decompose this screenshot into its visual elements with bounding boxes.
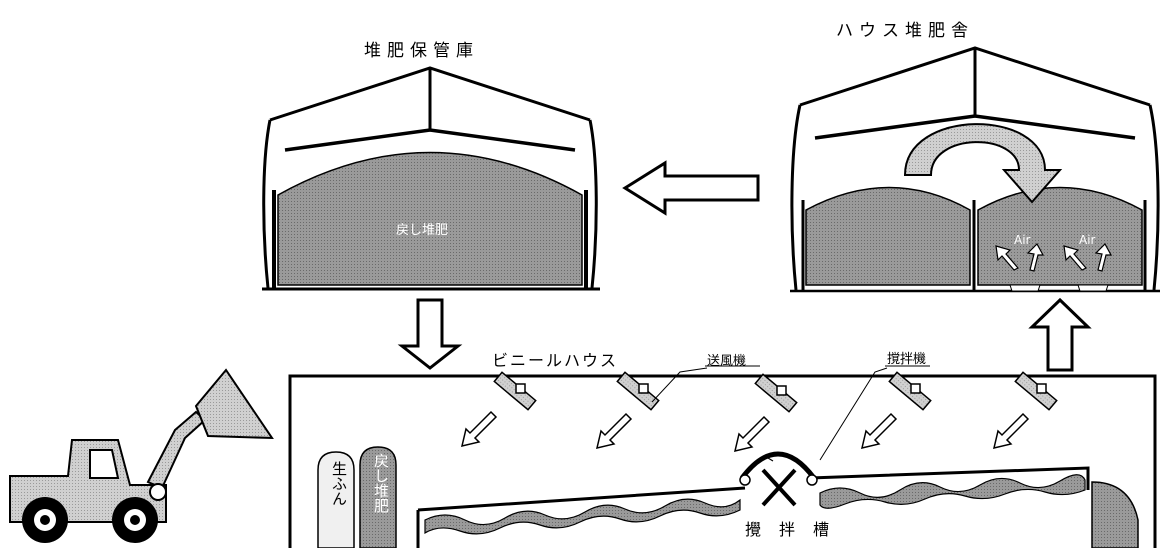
mixer-machine: [739, 451, 818, 507]
flow-arrow-down: [397, 298, 463, 370]
blower-label: 送風機: [707, 354, 747, 369]
turning-arrow: [903, 123, 1063, 204]
mixer-label: 撹拌機: [887, 352, 927, 367]
blower-2: [616, 371, 660, 411]
flow-arrow-left: [622, 160, 760, 216]
tank-compost-left: [424, 498, 741, 535]
storage-compost-pile: [277, 151, 583, 286]
vinyl-house-label: ビニールハウス: [492, 351, 619, 370]
wheel-loader: [9, 368, 274, 543]
blower-5: [1014, 371, 1058, 411]
house-compost-shed: [790, 46, 1160, 293]
blower-air-arrow-4: [860, 412, 898, 450]
air-arrow-2: [1026, 243, 1045, 272]
tank-compost-right: [819, 474, 1086, 509]
mixing-tank-floor: [417, 466, 1090, 512]
raw-manure-pile: [317, 451, 355, 548]
return-compost-pile-label: 戻し堆肥: [372, 453, 390, 513]
vinyl-house: [288, 365, 1157, 548]
blower-air-arrow-1: [460, 410, 498, 448]
air-label-1: Air: [1014, 233, 1031, 247]
air-arrow-1: [995, 245, 1019, 271]
compost-storage-title: 堆肥保管庫: [364, 41, 479, 61]
compost-storage-building: [262, 66, 600, 291]
blower-air-arrow-2: [595, 412, 633, 450]
flow-arrow-up: [1028, 297, 1092, 372]
house-compost-shed-title: ハウス堆肥舎: [836, 21, 974, 41]
raw-manure-label: 生ふん: [330, 461, 348, 506]
blower-air-arrow-5: [992, 412, 1030, 450]
outflow-compost-mound: [1091, 481, 1139, 548]
air-label-2: Air: [1079, 233, 1096, 247]
return-compost-label: 戻し堆肥: [396, 223, 449, 238]
blower-1: [493, 371, 537, 411]
house-compost-pile-left: [805, 186, 971, 286]
blower-3: [754, 373, 798, 413]
air-arrow-3: [1063, 245, 1087, 271]
mixing-tank-label: 攪拌槽: [745, 520, 848, 539]
blower-air-arrow-3: [733, 415, 771, 453]
blower-4: [888, 371, 932, 411]
house-compost-pile-right: [977, 186, 1143, 286]
return-compost-pile-small: [359, 446, 397, 548]
air-arrow-4: [1094, 243, 1113, 272]
